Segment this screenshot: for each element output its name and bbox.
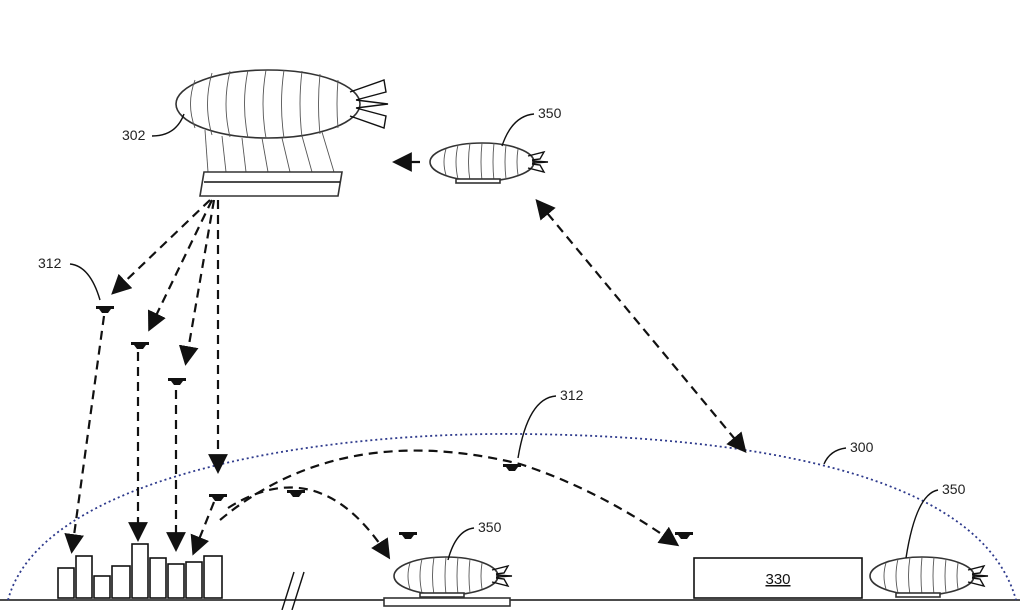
landing-pad [383,597,511,607]
leader-shuttle-ground-right [905,489,939,559]
main-airship [175,69,389,197]
leader-main-airship [151,113,185,137]
uav-drones [96,306,693,539]
facility-box [693,557,863,599]
ground-break-symbol [281,571,305,610]
shuttle-airship-top [429,142,549,184]
label-uav-right: 312 [560,387,584,403]
label-facility: 330 [765,571,790,588]
label-coverage-area: 300 [850,439,874,455]
label-shuttle-ground-center: 350 [478,519,502,535]
arrow-shuttle-to-coverage [535,198,747,454]
label-main-airship: 302 [122,127,146,143]
shuttle-airship-ground-center [393,556,513,598]
label-uav-left: 312 [38,255,62,271]
leader-uav-right [517,395,557,459]
leader-shuttle-top [501,113,535,147]
label-shuttle-top: 350 [538,105,562,121]
coverage-area-boundary [7,433,1017,601]
leader-coverage-area [823,447,847,465]
city-buildings [57,543,223,599]
label-shuttle-ground-right: 350 [942,481,966,497]
leader-shuttle-ground-center [447,527,475,561]
uav-delivery-paths [64,199,680,560]
shuttle-airship-ground-right [869,556,989,598]
leader-uav-left [69,263,101,301]
